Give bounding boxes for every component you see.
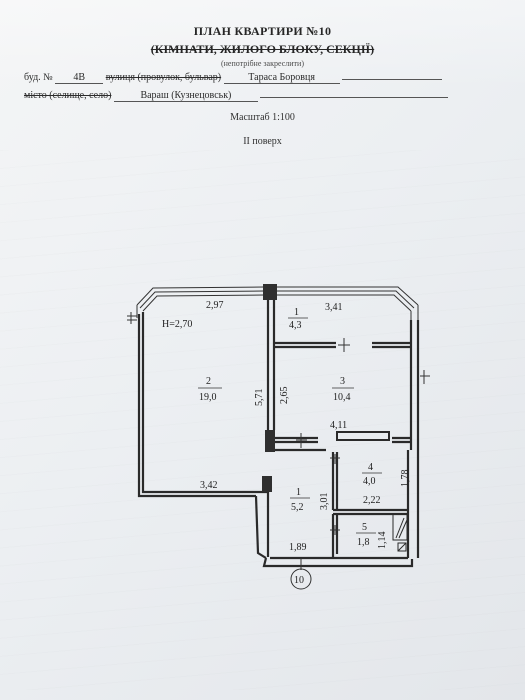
room-area: 4,3: [289, 320, 302, 331]
room-area: 5,2: [291, 502, 304, 513]
axis-marker: 10: [290, 558, 312, 590]
room-number: 2: [206, 376, 211, 387]
dim-balcony-left: 2,97: [206, 300, 224, 311]
room-label: 3 10,4: [332, 376, 354, 403]
room-area: 10,4: [333, 392, 351, 403]
document-title: ПЛАН КВАРТИРИ №10: [193, 24, 332, 38]
room-label: 1 5,2: [290, 487, 310, 513]
dim-room3-height: 2,65: [279, 387, 290, 405]
room-label: 5 1,8: [356, 522, 376, 548]
room-number: 1: [294, 307, 299, 318]
dim-room3-bottom: 4,11: [330, 420, 347, 431]
room-area: 4,0: [363, 476, 376, 487]
street-name: Тараса Боровця: [223, 72, 340, 84]
city-underline: [260, 87, 449, 98]
ceiling-height-label: H=2,70: [162, 319, 192, 330]
address-row-city: місто (селище, село) Вараш (Кузнецовськ): [24, 87, 449, 102]
dim-room4-bottom: 2,22: [363, 495, 381, 506]
dim-room5-height: 1,14: [377, 532, 388, 550]
dim-balcony-right: 3,41: [325, 302, 343, 313]
room-label: 2 19,0: [198, 376, 222, 403]
room-label: 4 4,0: [362, 462, 382, 487]
dim-room2-bottom: 3,42: [200, 480, 218, 491]
axis-label: 10: [294, 575, 304, 586]
dim-hall-bottom: 1,89: [289, 542, 307, 553]
document-header: ПЛАН КВАРТИРИ №10 (КІМНАТИ, ЖИЛОГО БЛОКУ…: [0, 24, 525, 68]
scale-label: Масштаб 1:100: [230, 112, 295, 123]
dim-room4-height: 1,78: [400, 470, 411, 488]
strike-note: (непотрібне закреслити): [220, 59, 304, 68]
room-number: 1: [296, 487, 301, 498]
room-number: 4: [368, 462, 373, 473]
columns: [262, 284, 390, 492]
building-number: 4В: [55, 72, 104, 84]
building-prefix: буд. №: [24, 72, 53, 83]
room-label: 1 4,3: [288, 307, 308, 331]
dim-hall-height: 3,01: [319, 493, 330, 511]
room-area: 19,0: [199, 392, 217, 403]
address-row-building: буд. № 4В вулиця (провулок, бульвар) Тар…: [24, 69, 443, 84]
street-prefix: вулиця (провулок, бульвар): [105, 72, 222, 83]
street-underline: [342, 69, 443, 80]
city-name: Вараш (Кузнецовськ): [113, 90, 258, 102]
city-prefix: місто (селище, село): [24, 90, 112, 101]
balcony: [136, 286, 419, 320]
dim-room2-height: 5,71: [254, 389, 265, 407]
walls: [137, 300, 420, 568]
document-subtitle: (КІМНАТИ, ЖИЛОГО БЛОКУ, СЕКЦІЇ): [150, 42, 375, 56]
room-area: 1,8: [357, 537, 370, 548]
floor-label: II поверх: [243, 136, 282, 147]
room-number: 5: [362, 522, 367, 533]
bathroom-fixture: [392, 513, 408, 552]
room-number: 3: [340, 376, 345, 387]
openings: [127, 312, 430, 535]
